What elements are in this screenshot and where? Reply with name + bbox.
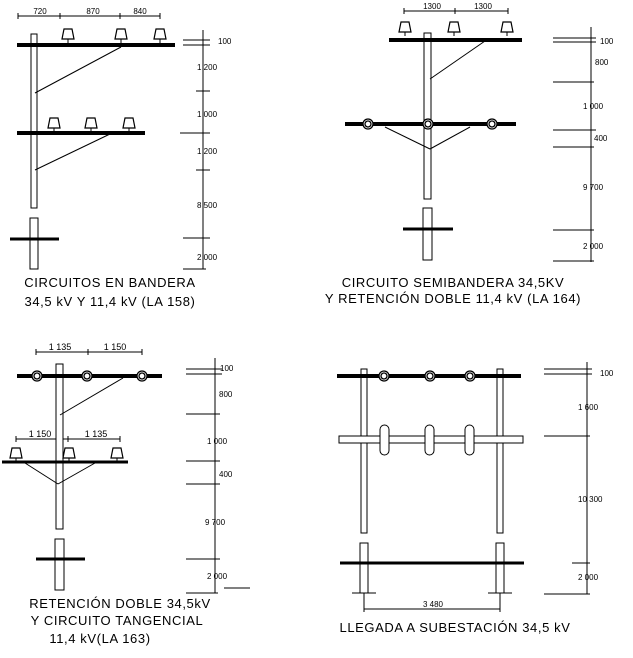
dim-label: 1 150: [29, 429, 52, 439]
brace: [429, 126, 471, 150]
pole: [423, 32, 432, 200]
dim-label: 1 000: [197, 110, 218, 119]
vertical-dimension: 100 1 600 10 300 2 000: [544, 362, 614, 595]
brace: [34, 133, 111, 171]
insulator-icon: [464, 424, 475, 456]
dim-label: 1 150: [104, 342, 127, 352]
dim-label: 1 200: [197, 147, 218, 156]
pole-left: [360, 368, 368, 534]
dim-label: 2 000: [207, 572, 228, 581]
caption: 11,4 kV(LA 163): [49, 631, 150, 646]
insulator-icon: [47, 117, 61, 133]
insulator-icon: [9, 447, 23, 463]
dim-label: 2 000: [197, 253, 218, 262]
horizontal-dimension: 3 480: [363, 593, 501, 612]
dim-label: 100: [220, 364, 234, 373]
brace: [429, 40, 486, 80]
insulator-icon: [122, 117, 136, 133]
horizontal-dimension-lower: 1 150 1 135: [15, 429, 121, 442]
dim-label: 100: [600, 369, 614, 378]
dim-label: 840: [133, 7, 147, 16]
dim-label: 100: [218, 37, 232, 46]
dim-label: 800: [595, 58, 609, 67]
dim-label: 1 200: [197, 63, 218, 72]
dim-label: 1300: [474, 2, 492, 11]
dim-label: 10 300: [578, 495, 603, 504]
pole-base-left: [359, 542, 369, 594]
vertical-dimension: 100 800 1 000 400 9 700 2 000: [553, 27, 614, 262]
pole: [55, 363, 64, 530]
pole: [30, 33, 38, 209]
dim-label: 3 480: [423, 600, 444, 609]
pole-base: [422, 207, 433, 261]
caption: RETENCIÓN DOBLE 34,5kV: [29, 596, 211, 611]
dim-label: 9 700: [205, 518, 226, 527]
dim-label: 8 500: [197, 201, 218, 210]
dim-label: 2 000: [583, 242, 604, 251]
dim-label: 1 000: [583, 102, 604, 111]
vertical-dimension: 100 1 200 1 000 1 200 8 500 2 000: [180, 30, 232, 270]
caption: Y RETENCIÓN DOBLE 11,4 kV (LA 164): [325, 291, 581, 306]
dim-label: 1 600: [578, 403, 599, 412]
brace: [57, 462, 96, 485]
brace: [384, 126, 431, 150]
dim-label: 100: [600, 37, 614, 46]
dim-label: 870: [86, 7, 100, 16]
insulator-icon: [424, 424, 435, 456]
dim-label: 1 135: [85, 429, 108, 439]
dim-label: 1 135: [49, 342, 72, 352]
insulator-icon: [114, 28, 128, 44]
caption: 34,5 kV Y 11,4 kV (LA 158): [25, 294, 196, 309]
horizontal-dimension: 1 135 1 150: [35, 342, 143, 355]
dim-label: 2 000: [578, 573, 599, 582]
dim-label: 1300: [423, 2, 441, 11]
insulator-icon: [379, 424, 390, 456]
horizontal-dimension: 720 870 840: [17, 7, 161, 19]
insulator-icon: [84, 117, 98, 133]
caption: CIRCUITO SEMIBANDERA 34,5KV: [342, 275, 565, 290]
insulator-icon: [62, 447, 76, 463]
pole-base-right: [495, 542, 505, 594]
insulator-icon: [500, 21, 514, 37]
insulator-icon: [153, 28, 167, 44]
panel-llegada-subestacion: 3 480 100 1 600 10 300 2 000 LLEGADA A S…: [337, 362, 614, 635]
insulator-icon: [447, 21, 461, 37]
dim-label: 720: [33, 7, 47, 16]
panel-circuito-semibandera: 1300 1300 100 800 1 000 400 9 700 2 000: [325, 2, 614, 306]
dim-label: 400: [594, 134, 608, 143]
brace: [59, 377, 124, 416]
horizontal-dimension: 1300 1300: [403, 2, 509, 14]
caption: Y CIRCUITO TANGENCIAL: [31, 613, 204, 628]
dim-label: 800: [219, 390, 233, 399]
pole-base: [29, 217, 39, 270]
dim-label: 9 700: [583, 183, 604, 192]
caption: CIRCUITOS EN BANDERA: [24, 275, 195, 290]
vertical-dimension: 100 800 1 000 400 9 700 2 000: [186, 358, 250, 594]
dim-label: 1 000: [207, 437, 228, 446]
insulator-icon: [61, 28, 75, 44]
insulator-icon: [398, 21, 412, 37]
panel-circuitos-en-bandera: 720 870 840 100 1 200 1 000 1 200 8 500 …: [10, 7, 232, 309]
pole-right: [496, 368, 504, 534]
caption: LLEGADA A SUBESTACIÓN 34,5 kV: [339, 620, 570, 635]
panel-retencion-doble: 1 135 1 150 1 150 1 135 100 800: [2, 342, 250, 646]
brace: [24, 462, 59, 485]
dim-label: 400: [219, 470, 233, 479]
insulator-icon: [110, 447, 124, 463]
brace: [34, 46, 122, 94]
pole-base: [54, 538, 65, 591]
